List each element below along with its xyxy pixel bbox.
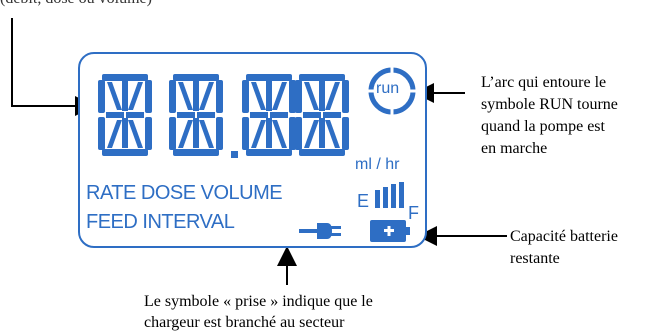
battery-annotation-line-2: restante [510, 250, 560, 267]
plug-icon [299, 223, 341, 239]
battery-annotation-line-1: Capacité batterie [510, 228, 618, 245]
segment-digit-2 [169, 74, 223, 156]
run-annotation-line-4: en marche [481, 140, 548, 157]
top-annotation: (débit, dose ou volume) [0, 0, 152, 9]
battery-icon [370, 220, 410, 242]
segment-digit-4 [295, 74, 349, 156]
lcd-display: run ml / hr RATE DOSE VOLUME FEED INTERV… [78, 52, 427, 248]
plug-annotation-line-1: Le symbole « prise » indique que le [144, 293, 373, 310]
plug-annotation-line-2: chargeur est branché au secteur [144, 314, 345, 331]
run-annotation-line-2: symbole RUN tourne [481, 96, 618, 113]
run-arc-icon [367, 66, 417, 116]
unit-label: ml / hr [355, 156, 400, 173]
lcd-line-1: RATE DOSE VOLUME [86, 182, 283, 204]
lcd-line-2: FEED INTERVAL [86, 211, 235, 233]
run-annotation-line-3: quand la pompe est [481, 118, 605, 135]
battery-empty-label: E [357, 191, 370, 211]
digits-arrow [11, 18, 95, 116]
segment-digit-3 [242, 74, 296, 156]
battery-bars-icon [375, 182, 404, 208]
battery-full-label: F [408, 203, 419, 223]
run-annotation-line-1: L’arc qui entoure le [481, 74, 607, 91]
run-label: run [376, 80, 400, 97]
decimal-point [231, 151, 238, 158]
segment-digit-1 [98, 74, 152, 156]
